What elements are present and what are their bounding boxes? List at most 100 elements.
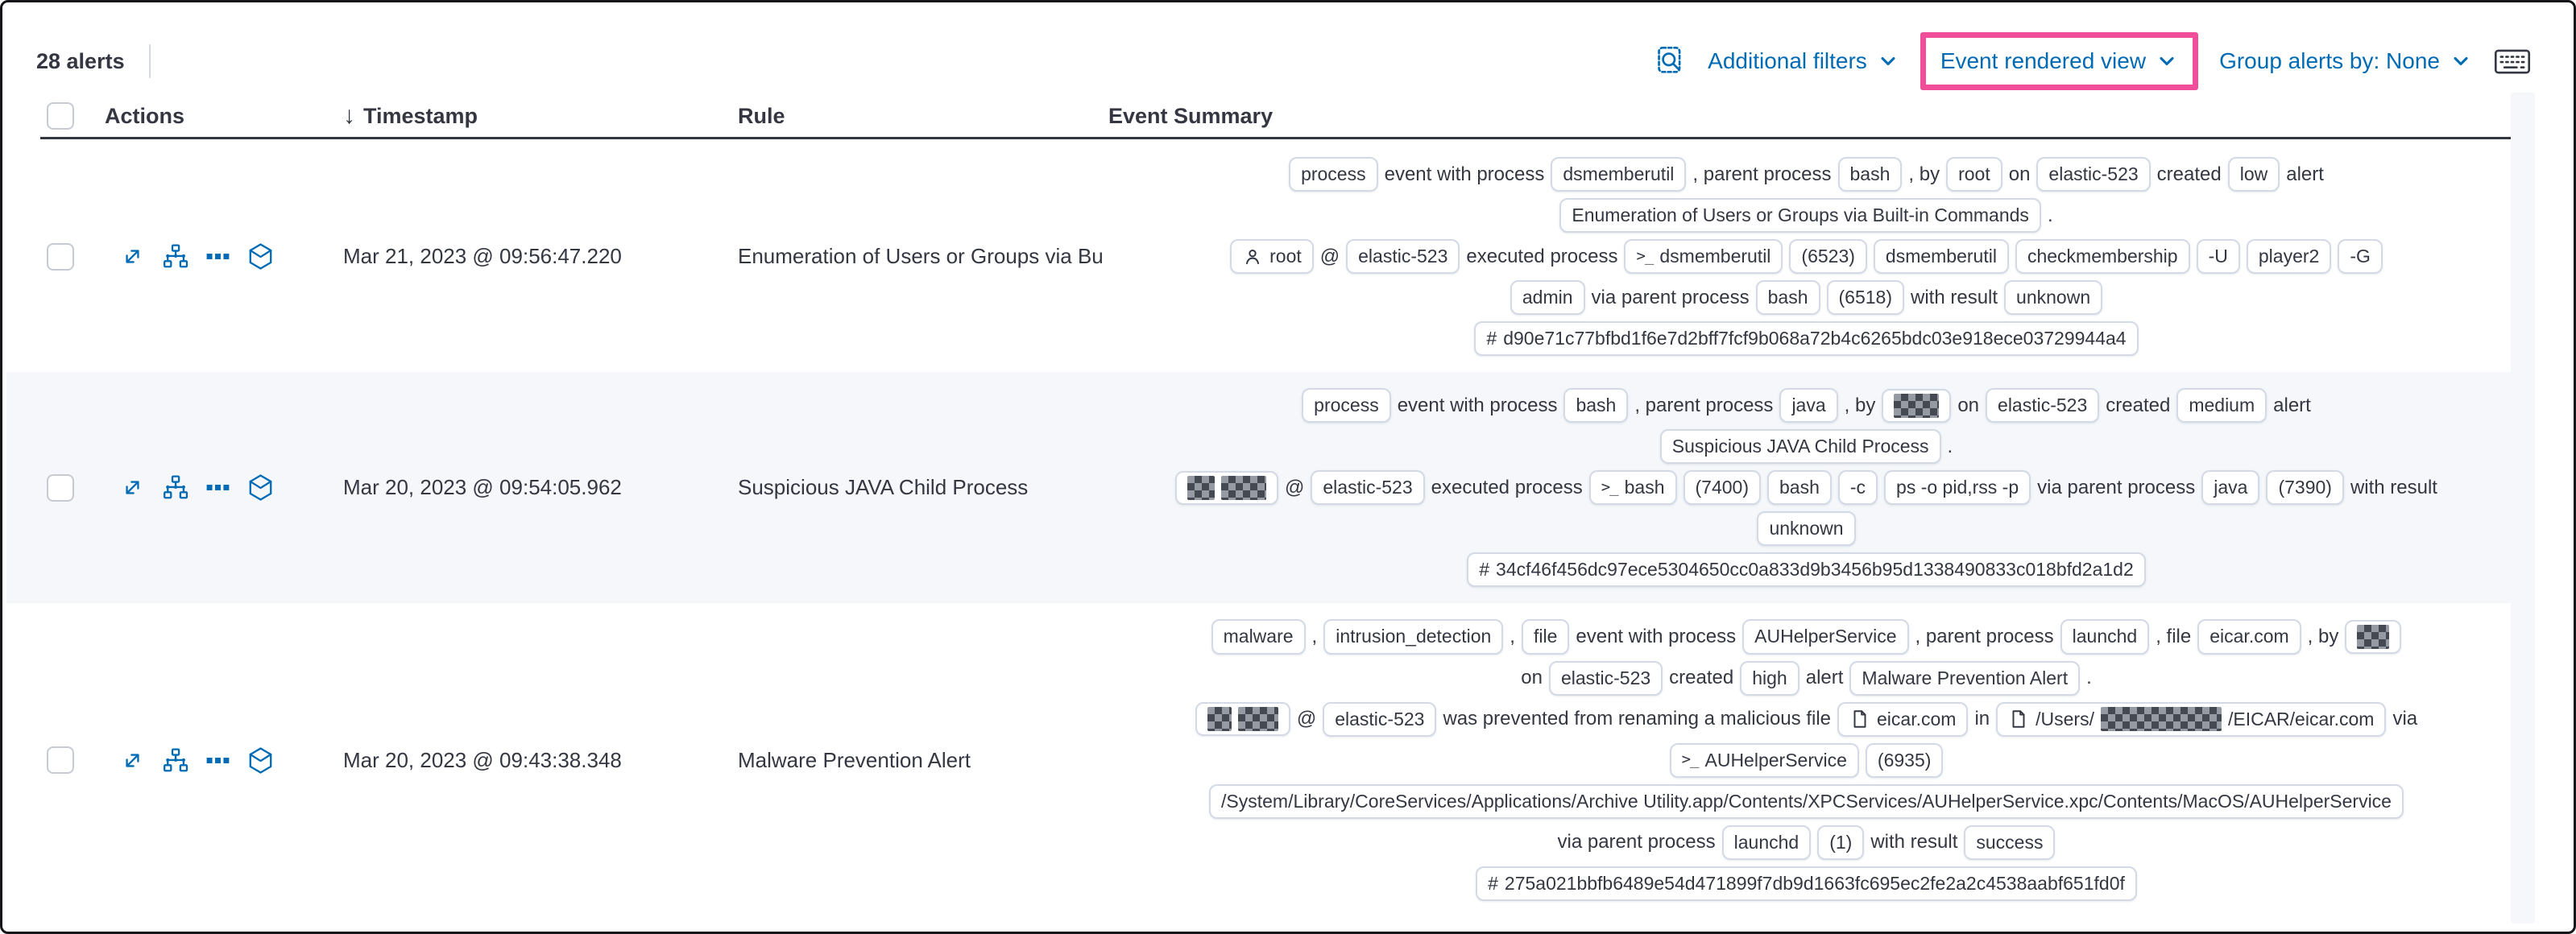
value-badge[interactable] [2345, 619, 2402, 654]
vertical-scrollbar[interactable] [2511, 93, 2535, 924]
select-all-checkbox[interactable] [47, 102, 74, 130]
value-badge[interactable]: #d90e71c77bfbd1f6e7d2bff7fcf9b068a72b4c6… [1474, 321, 2139, 357]
value-badge[interactable]: #275a021bbfb6489e54d471899f7db9d1663fc69… [1476, 866, 2137, 901]
value-badge[interactable]: checkmembership [2015, 239, 2190, 275]
value-badge-text: (7390) [2278, 477, 2332, 498]
value-badge[interactable]: bash [1563, 388, 1629, 424]
value-badge[interactable]: launchd [2060, 619, 2150, 655]
analyze-event-icon[interactable] [160, 242, 190, 271]
row-checkbox[interactable] [47, 473, 74, 502]
value-badge-text: file [1533, 626, 1558, 647]
value-badge[interactable]: AUHelperService [1742, 619, 1909, 655]
value-badge[interactable]: Enumeration of Users or Groups via Built… [1559, 198, 2041, 234]
value-badge[interactable]: ps -o pid,rss -p [1884, 470, 2031, 506]
value-badge[interactable]: (6935) [1865, 742, 1944, 778]
value-badge[interactable] [1175, 470, 1279, 505]
summary-text: , parent process [1692, 163, 1832, 185]
value-badge[interactable]: player2 [2246, 239, 2332, 275]
event-rendered-view-button[interactable]: Event rendered view [1940, 48, 2178, 74]
value-badge-text: -c [1849, 477, 1866, 498]
value-badge[interactable]: elastic-523 [1548, 660, 1663, 696]
value-badge[interactable]: admin [1510, 280, 1585, 316]
value-badge[interactable]: unknown [1757, 511, 1856, 547]
keyboard-shortcuts-icon[interactable] [2493, 45, 2532, 77]
investigate-in-timeline-icon[interactable] [246, 473, 275, 502]
value-badge[interactable]: >_bash [1588, 470, 1677, 506]
value-badge[interactable]: process [1289, 157, 1378, 192]
value-badge[interactable]: java [2201, 470, 2260, 506]
row-checkbox[interactable] [47, 746, 74, 775]
value-badge[interactable]: eicar.com [2197, 619, 2301, 655]
value-badge[interactable]: malware [1211, 619, 1306, 655]
value-badge[interactable]: high [1740, 660, 1799, 696]
value-badge[interactable]: elastic-523 [1311, 470, 1425, 506]
value-badge[interactable]: bash [1837, 157, 1903, 192]
value-badge[interactable]: process [1302, 388, 1391, 424]
header-timestamp-label: Timestamp [363, 103, 478, 128]
group-alerts-by-button[interactable]: Group alerts by: None [2219, 48, 2472, 74]
value-badge[interactable]: elastic-523 [2036, 157, 2151, 192]
value-badge[interactable]: -G [2338, 239, 2383, 275]
value-badge[interactable]: Suspicious JAVA Child Process [1659, 429, 1941, 465]
value-badge[interactable]: root [1230, 239, 1314, 275]
row-checkbox[interactable] [47, 242, 74, 271]
value-badge[interactable]: eicar.com [1837, 701, 1969, 737]
value-badge[interactable]: (1) [1817, 824, 1865, 860]
analyze-event-icon[interactable] [160, 473, 190, 502]
value-badge[interactable]: dsmemberutil [1551, 157, 1687, 192]
additional-filters-button[interactable]: Additional filters [1708, 48, 1899, 74]
value-badge[interactable]: elastic-523 [1323, 701, 1437, 737]
analyze-event-icon[interactable] [160, 746, 190, 775]
value-badge[interactable]: (6518) [1826, 280, 1904, 316]
inspect-icon[interactable] [1655, 45, 1687, 77]
more-actions-icon[interactable] [203, 473, 233, 502]
value-badge-text: /Users/ [2036, 708, 2094, 729]
value-badge[interactable]: /System/Library/CoreServices/Application… [1209, 783, 2404, 819]
value-badge[interactable]: elastic-523 [1986, 388, 2100, 424]
summary-text: , by [1844, 394, 1876, 416]
investigate-in-timeline-icon[interactable] [246, 242, 275, 271]
expand-alert-icon[interactable] [118, 473, 147, 502]
redacted-value [1894, 393, 1940, 418]
value-badge[interactable]: /Users//EICAR/eicar.com [1996, 701, 2387, 737]
value-badge[interactable] [1195, 702, 1290, 737]
value-badge[interactable]: (7400) [1683, 470, 1761, 506]
expand-alert-icon[interactable] [118, 242, 147, 271]
value-badge[interactable]: Malware Prevention Alert [1849, 660, 2081, 696]
value-badge[interactable]: low [2227, 157, 2280, 192]
more-actions-icon[interactable] [203, 746, 233, 775]
value-badge[interactable] [1882, 388, 1952, 423]
summary-text: alert [1805, 667, 1844, 689]
value-badge-text: launchd [2072, 626, 2138, 647]
value-badge[interactable]: java [1779, 388, 1838, 424]
investigate-in-timeline-icon[interactable] [246, 746, 275, 775]
value-badge[interactable]: intrusion_detection [1323, 619, 1504, 655]
value-badge[interactable]: bash [1755, 280, 1820, 316]
expand-alert-icon[interactable] [118, 746, 147, 775]
value-badge[interactable]: (6523) [1789, 239, 1867, 275]
value-badge[interactable]: unknown [2004, 280, 2103, 316]
value-badge[interactable]: dsmemberutil [1873, 239, 2009, 275]
summary-text: @ [1319, 245, 1340, 267]
value-badge[interactable]: -c [1837, 470, 1878, 506]
value-badge[interactable]: bash [1766, 470, 1832, 506]
value-badge[interactable]: launchd [1721, 824, 1812, 860]
header-timestamp[interactable]: ↓ Timestamp [337, 102, 731, 130]
value-badge-text: (6935) [1877, 749, 1932, 771]
value-badge[interactable]: (7390) [2266, 470, 2344, 506]
value-badge[interactable]: file [1521, 619, 1570, 655]
value-badge[interactable]: medium [2176, 388, 2267, 424]
value-badge-text: d90e71c77bfbd1f6e7d2bff7fcf9b068a72b4c62… [1503, 328, 2127, 349]
more-actions-icon[interactable] [203, 242, 233, 271]
value-badge[interactable]: >_AUHelperService [1669, 742, 1859, 778]
value-badge[interactable]: #34cf46f456dc97ece5304650cc0a833d9b3456b… [1467, 552, 2146, 588]
value-badge[interactable]: root [1946, 157, 2002, 192]
value-badge[interactable]: >_dsmemberutil [1624, 239, 1783, 275]
value-badge[interactable]: -U [2196, 239, 2240, 275]
value-badge-text: Malware Prevention Alert [1862, 667, 2069, 688]
value-badge[interactable]: success [1964, 824, 2056, 860]
value-badge[interactable]: elastic-523 [1346, 239, 1460, 275]
